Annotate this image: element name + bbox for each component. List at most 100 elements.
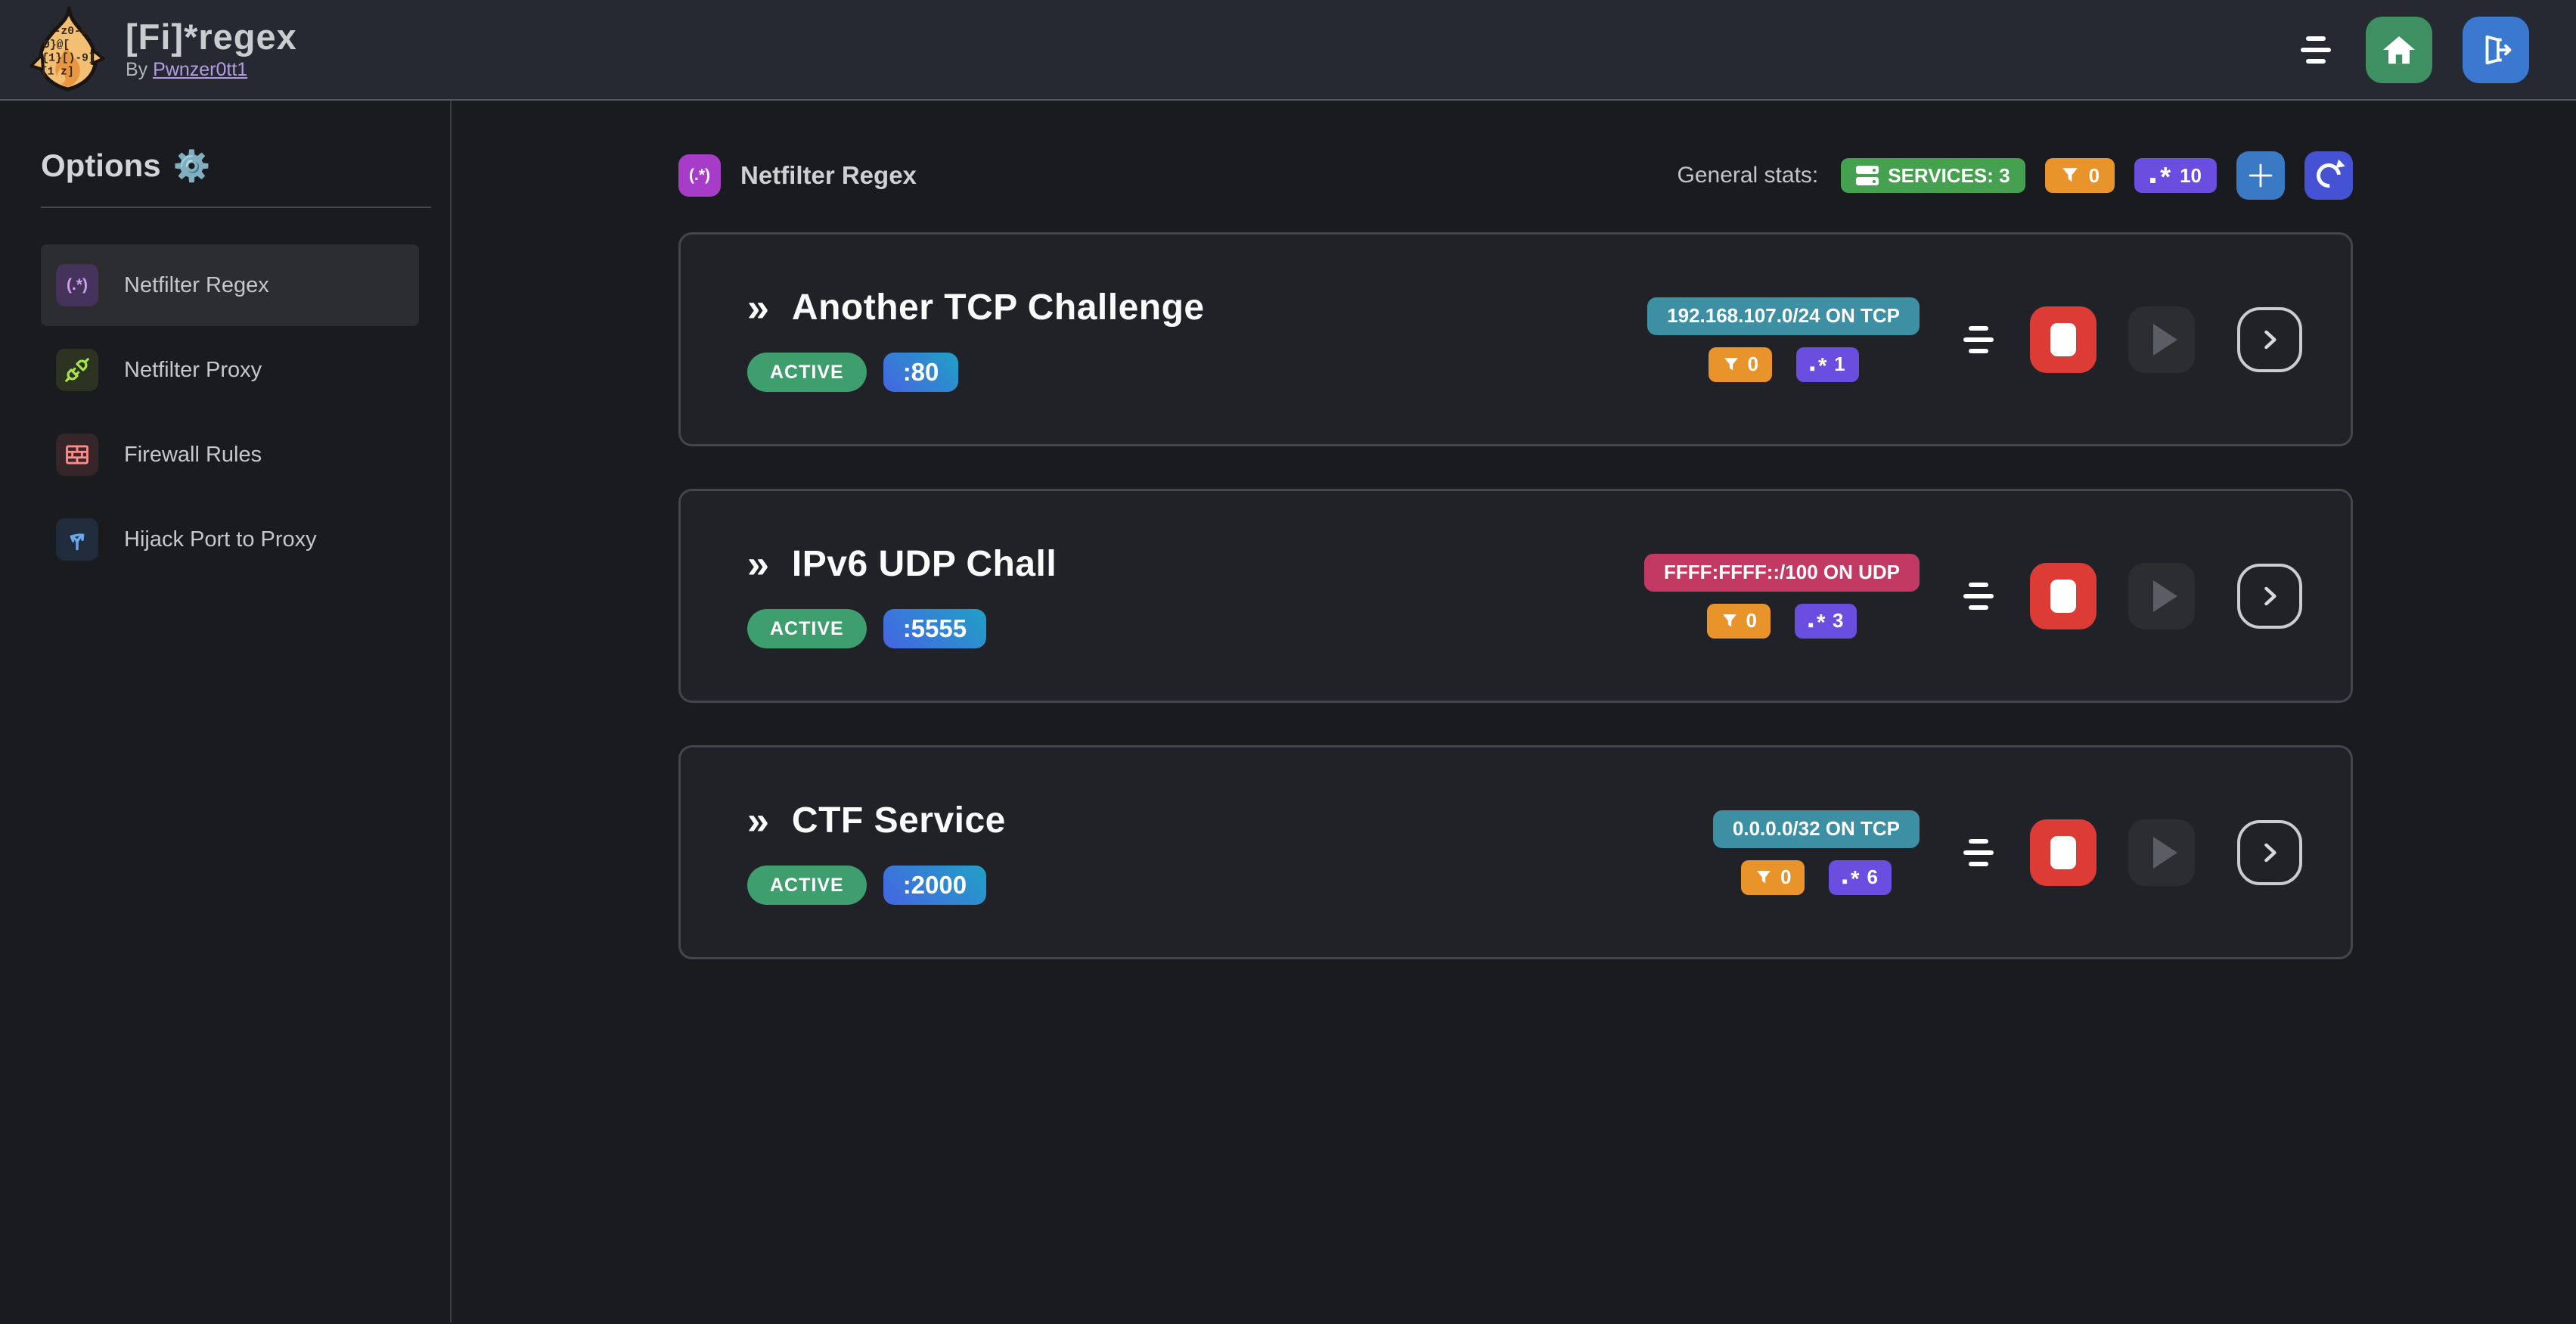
- port-badge: :2000: [883, 866, 987, 905]
- regex-icon: [1808, 611, 1825, 633]
- sidebar-item-firewall-rules[interactable]: Firewall Rules: [41, 414, 419, 496]
- double-chevron-marker: »: [747, 542, 769, 586]
- home-icon: [2382, 36, 2416, 64]
- section-heading: (.*) Netfilter Regex: [678, 154, 917, 197]
- port-badge: :80: [883, 353, 959, 392]
- sidebar-item-label: Hijack Port to Proxy: [124, 527, 317, 552]
- chevron-right-icon: [2264, 843, 2277, 862]
- main-content: (.*) Netfilter Regex General stats: SERV…: [452, 101, 2576, 1322]
- sidebar-item-label: Netfilter Regex: [124, 272, 269, 297]
- status-badge: ACTIVE: [747, 353, 867, 392]
- play-icon: [2153, 580, 2177, 612]
- chevron-right-icon: [2264, 586, 2277, 605]
- service-name: CTF Service: [791, 800, 1006, 841]
- sidebar-title-label: Options: [41, 148, 161, 183]
- brand: -z0-9 0}@[ {1}[)-9] {1 z] [Fi]*regex By …: [27, 5, 297, 95]
- sidebar-item-label: Netfilter Proxy: [124, 357, 262, 382]
- chevron-right-icon: [2264, 330, 2277, 349]
- funnel-icon: [1722, 614, 1736, 626]
- stop-service-button[interactable]: [2030, 819, 2096, 886]
- add-service-button[interactable]: [2236, 151, 2285, 200]
- regex-icon: [1842, 867, 1860, 890]
- stop-service-button[interactable]: [2030, 562, 2096, 629]
- sidebar-item-netfilter-proxy[interactable]: Netfilter Proxy: [41, 329, 419, 411]
- filters-count-badge: 0: [1740, 859, 1805, 895]
- status-badge: ACTIVE: [747, 609, 867, 648]
- service-list: » Another TCP Challenge ACTIVE :80 192.1…: [678, 232, 2353, 959]
- regex-icon: [2149, 163, 2171, 191]
- sidebar-item-label: Firewall Rules: [124, 442, 262, 467]
- service-menu-icon[interactable]: [1959, 578, 1998, 614]
- play-icon: [2153, 323, 2177, 356]
- service-card-ctf-service: » CTF Service ACTIVE :2000 0.0.0.0/32 ON…: [678, 745, 2353, 959]
- cidr-badge: 192.168.107.0/24 ON TCP: [1647, 297, 1920, 335]
- sidebar-divider: [41, 207, 431, 208]
- regexes-count-badge: 10: [2134, 158, 2217, 193]
- start-service-button[interactable]: [2128, 562, 2195, 629]
- regexes-count-badge: 1: [1796, 347, 1859, 382]
- byline: By Pwnzer0tt1: [126, 59, 297, 81]
- start-service-button[interactable]: [2128, 306, 2195, 373]
- home-button[interactable]: [2366, 16, 2432, 83]
- logout-door-icon: [2485, 35, 2512, 64]
- sidebar-nav: (.*) Netfilter Regex Netfilter Proxy: [41, 244, 430, 580]
- regexes-count-badge: 3: [1795, 603, 1858, 639]
- services-count-badge: SERVICES: 3: [1841, 158, 2025, 193]
- service-card-another-tcp-challenge: » Another TCP Challenge ACTIVE :80 192.1…: [678, 232, 2353, 446]
- stop-icon: [2050, 835, 2076, 869]
- section-title: Netfilter Regex: [740, 161, 917, 189]
- cidr-badge: 0.0.0.0/32 ON TCP: [1712, 810, 1920, 848]
- funnel-icon: [1756, 870, 1771, 883]
- service-menu-icon[interactable]: [1959, 834, 1998, 871]
- filters-count-badge: 0: [2044, 158, 2115, 193]
- double-chevron-marker: »: [747, 285, 769, 330]
- plus-icon: [2249, 163, 2273, 188]
- regex-section-icon: (.*): [678, 154, 721, 197]
- service-details-button[interactable]: [2237, 563, 2302, 629]
- cidr-badge: FFFF:FFFF::/100 ON UDP: [1644, 553, 1920, 592]
- status-badge: ACTIVE: [747, 866, 867, 905]
- app-title: [Fi]*regex: [126, 17, 297, 57]
- svg-text:{1 z]: {1 z]: [41, 66, 74, 78]
- sidebar-item-netfilter-regex[interactable]: (.*) Netfilter Regex: [41, 244, 419, 326]
- service-details-button[interactable]: [2237, 819, 2302, 885]
- svg-text:0}@[: 0}@[: [43, 39, 70, 51]
- split-arrows-icon: [56, 518, 98, 561]
- filters-count-badge: 0: [1706, 603, 1771, 639]
- author-link[interactable]: Pwnzer0tt1: [153, 58, 248, 80]
- sidebar-title: Options ⚙️: [41, 148, 430, 184]
- play-icon: [2153, 836, 2177, 869]
- nav-actions: [2296, 16, 2529, 83]
- start-service-button[interactable]: [2128, 819, 2195, 886]
- sidebar-item-hijack-port[interactable]: Hijack Port to Proxy: [41, 499, 419, 580]
- regex-icon: (.*): [56, 264, 98, 306]
- sidebar: Options ⚙️ (.*) Netfilter Regex: [0, 101, 452, 1322]
- firewall-wall-icon: [56, 434, 98, 476]
- firegex-flame-logo: -z0-9 0}@[ {1}[)-9] {1 z]: [29, 5, 105, 91]
- stop-icon: [2050, 322, 2076, 356]
- proxy-plug-icon: [56, 349, 98, 391]
- hamburger-menu-icon[interactable]: [2296, 32, 2335, 68]
- filters-count-badge: 0: [1708, 347, 1773, 382]
- service-name: Another TCP Challenge: [791, 287, 1205, 328]
- general-stats: General stats: SERVICES: 3 0 10: [1677, 151, 2353, 200]
- main-header: (.*) Netfilter Regex General stats: SERV…: [678, 151, 2353, 200]
- stop-icon: [2050, 579, 2076, 613]
- regex-icon: [1810, 354, 1827, 377]
- gear-icon: ⚙️: [172, 149, 211, 183]
- top-navbar: -z0-9 0}@[ {1}[)-9] {1 z] [Fi]*regex By …: [0, 0, 2576, 101]
- logout-button[interactable]: [2463, 16, 2529, 83]
- service-menu-icon[interactable]: [1959, 322, 1998, 358]
- funnel-icon: [2062, 168, 2078, 182]
- service-details-button[interactable]: [2237, 306, 2302, 372]
- service-name: IPv6 UDP Chall: [791, 544, 1057, 584]
- refresh-button[interactable]: [2304, 151, 2353, 200]
- byline-prefix: By: [126, 58, 148, 80]
- funnel-icon: [1724, 357, 1738, 370]
- svg-text:{1}[)-9]: {1}[)-9]: [42, 52, 95, 64]
- service-card-ipv6-udp-chall: » IPv6 UDP Chall ACTIVE :5555 FFFF:FFFF:…: [678, 489, 2353, 703]
- double-chevron-marker: »: [747, 798, 769, 843]
- stop-service-button[interactable]: [2030, 306, 2096, 373]
- port-badge: :5555: [883, 609, 987, 648]
- stats-label: General stats:: [1677, 163, 1819, 188]
